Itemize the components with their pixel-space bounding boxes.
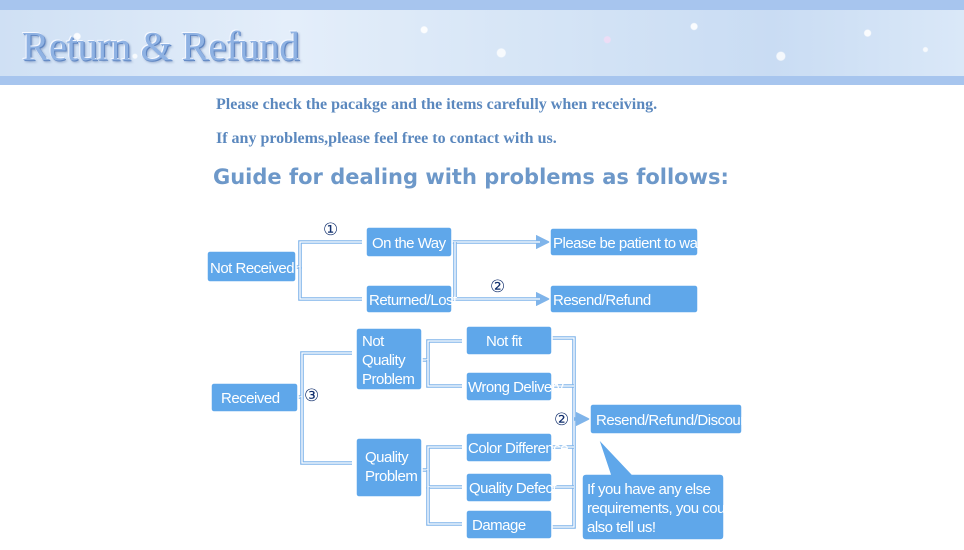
speech-bubble-line1: If you have any else — [587, 481, 711, 498]
marker-two-top: ② — [490, 277, 505, 297]
box-not-received-label: Not Received — [210, 260, 294, 277]
box-returned-lost-label: Returned/Lost — [369, 292, 458, 309]
speech-bubble-line3: also tell us! — [587, 519, 656, 536]
box-on-the-way: On the Way — [365, 226, 453, 258]
box-received: Received — [210, 382, 299, 413]
box-not-quality-problem-line1: Not — [362, 333, 385, 350]
box-not-fit: Not fit — [465, 325, 553, 356]
speech-bubble-note: If you have any else requirements, you c… — [581, 437, 736, 541]
box-not-quality-problem-line3: Problem — [362, 371, 414, 388]
box-received-label: Received — [221, 390, 280, 407]
box-returned-lost: Returned/Lost — [365, 284, 459, 314]
box-be-patient: Please be patient to wait — [549, 227, 706, 257]
box-color-difference: Color Difference — [465, 432, 569, 463]
box-quality-problem-line2: Problem — [365, 468, 417, 485]
box-not-quality-problem: Not Quality Problem — [355, 327, 423, 391]
banner-bottom-strip — [0, 76, 964, 85]
header-banner: Return & Refund — [0, 10, 964, 76]
intro-line-contact: If any problems,please feel free to cont… — [216, 130, 557, 147]
marker-two-bottom: ② — [554, 410, 569, 430]
box-quality-defect: Quality Defect — [465, 472, 558, 503]
box-resend-refund-discount: Resend/Refund/Discount — [589, 403, 754, 435]
box-not-received: Not Received — [206, 250, 297, 283]
marker-one: ① — [323, 220, 338, 240]
box-quality-problem-line1: Quality — [365, 449, 409, 466]
flow-connectors — [296, 234, 591, 529]
box-wrong-delivery-label: Wrong Delivery — [468, 379, 564, 396]
box-color-difference-label: Color Difference — [468, 440, 568, 457]
box-resend-refund-label: Resend/Refund — [553, 292, 651, 309]
box-on-the-way-label: On the Way — [372, 235, 447, 252]
box-not-quality-problem-line2: Quality — [362, 352, 406, 369]
box-resend-refund-discount-label: Resend/Refund/Discount — [596, 412, 753, 429]
page-title: Return & Refund — [22, 23, 300, 69]
box-damage-label: Damage — [472, 517, 526, 534]
box-quality-defect-label: Quality Defect — [469, 480, 558, 497]
box-quality-problem: Quality Problem — [355, 437, 423, 498]
box-resend-refund: Resend/Refund — [549, 284, 699, 314]
marker-three: ③ — [304, 386, 319, 406]
box-damage: Damage — [465, 509, 553, 540]
banner-top-strip — [0, 0, 964, 10]
box-be-patient-label: Please be patient to wait — [553, 235, 705, 252]
box-not-fit-label: Not fit — [486, 333, 523, 350]
speech-bubble-line2: requirements, you could — [587, 500, 736, 517]
guide-heading: Guide for dealing with problems as follo… — [213, 165, 729, 189]
box-wrong-delivery: Wrong Delivery — [465, 371, 565, 402]
intro-line-check: Please check the pacakge and the items c… — [216, 96, 658, 113]
